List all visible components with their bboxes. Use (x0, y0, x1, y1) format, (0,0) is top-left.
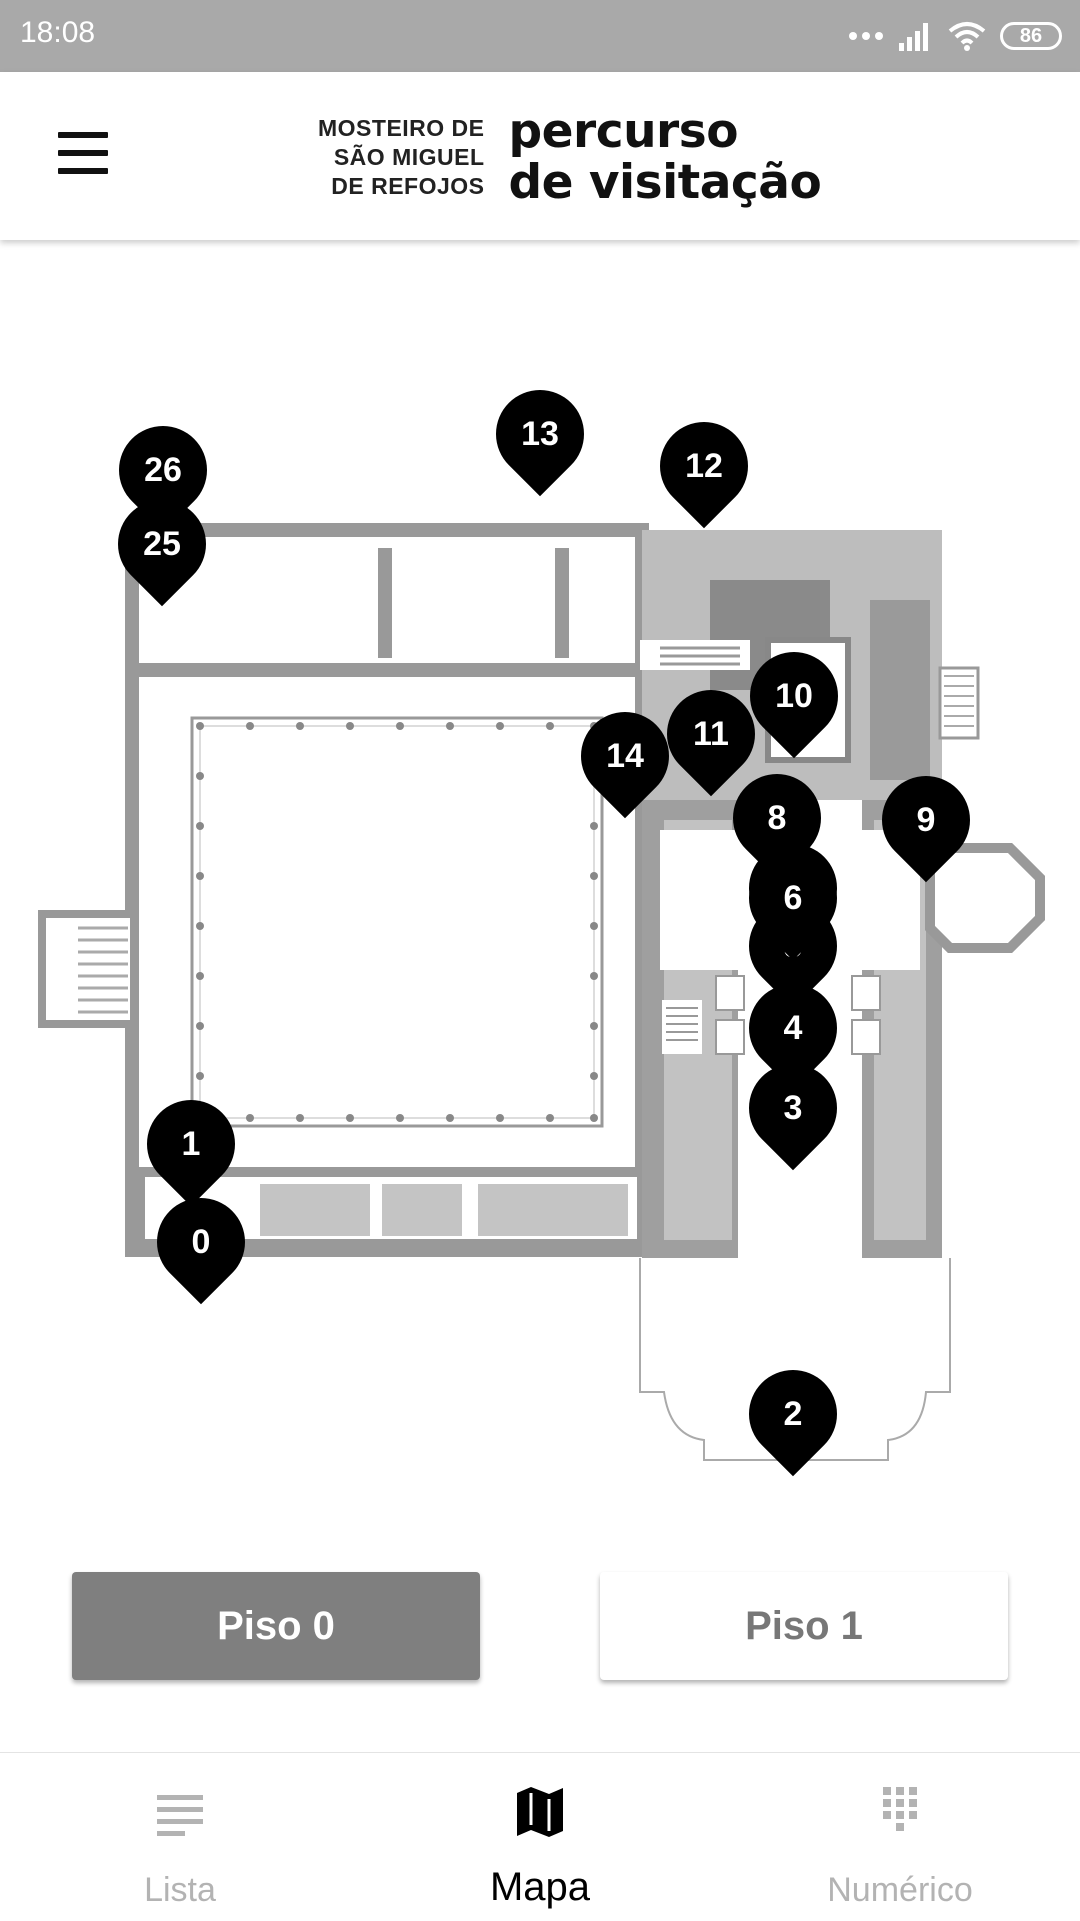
keypad-icon (883, 1787, 917, 1831)
map-pin[interactable]: 1 (128, 1081, 254, 1230)
map-pin[interactable]: 26 (100, 407, 226, 556)
pin-label: 13 (521, 415, 559, 453)
status-time: 18:08 (20, 16, 96, 49)
battery-icon: 86 (1000, 22, 1062, 50)
logo-big-line: de visitação (508, 155, 822, 210)
pin-label: 25 (143, 525, 181, 563)
nav-label: Mapa (489, 1865, 591, 1909)
map-pin[interactable]: 25 (99, 481, 225, 630)
menu-icon[interactable] (58, 132, 108, 178)
pin-label: 6 (783, 879, 803, 917)
map-pin[interactable]: 12 (641, 403, 767, 552)
pin-label: 0 (191, 1223, 211, 1261)
logo-small-line: SÃO MIGUEL (333, 143, 485, 170)
map-icon (517, 1787, 563, 1837)
pin-label: 14 (606, 737, 644, 775)
pin-label: 10 (775, 677, 813, 715)
logo-monastery-name: MOSTEIRO DE SÃO MIGUEL DE REFOJOS (318, 114, 485, 201)
pin-label: 26 (144, 451, 182, 489)
nav-tab-lista[interactable]: Lista (0, 1753, 360, 1921)
map-pin[interactable]: 3 (730, 1045, 856, 1194)
nav-label: Lista (144, 1871, 216, 1909)
pin-label: 11 (693, 715, 729, 753)
map-pin[interactable]: 8 (714, 755, 840, 904)
status-icons: 86 (848, 18, 1062, 54)
pin-label: 4 (783, 1009, 803, 1047)
map-pin[interactable]: 11 (648, 671, 774, 820)
pin-label: 8 (767, 799, 787, 837)
signal-icon (899, 23, 928, 51)
map-pin[interactable]: 14 (562, 693, 688, 842)
map-pin[interactable]: 10 (731, 633, 857, 782)
bottom-navigation: Lista Mapa Numérico (0, 1752, 1080, 1921)
pin-label: 9 (916, 801, 936, 839)
pin-label: 12 (685, 447, 723, 485)
floor-1-button[interactable]: Piso 1 (600, 1572, 1008, 1680)
map-pin[interactable]: 2 (730, 1351, 856, 1500)
map-pin[interactable]: 9 (863, 757, 989, 906)
pin-label: 2 (783, 1395, 803, 1433)
more-dots-icon (849, 32, 883, 40)
logo-small-line: DE REFOJOS (331, 172, 485, 199)
logo-small-line: MOSTEIRO DE (318, 114, 485, 141)
map-pin[interactable]: 4 (730, 965, 856, 1114)
nav-tab-mapa[interactable]: Mapa (360, 1753, 720, 1921)
floor-0-button[interactable]: Piso 0 (72, 1572, 480, 1680)
nav-tab-numerico[interactable]: Numérico (720, 1753, 1080, 1921)
pin-label: 1 (181, 1125, 201, 1163)
logo-big-line: percurso (508, 104, 739, 159)
app-bar: MOSTEIRO DE SÃO MIGUEL DE REFOJOS percur… (0, 72, 1080, 240)
map-pin[interactable]: 13 (477, 371, 603, 520)
logo-tour-title: percurso de visitação (509, 106, 822, 208)
wifi-icon (948, 22, 986, 51)
pin-label: 3 (783, 1089, 803, 1127)
floor-plan-map[interactable]: 13 26 12 25 10 11 14 5 6 8 9 (0, 240, 1080, 1540)
map-pin[interactable]: 6 (730, 835, 856, 961)
nav-label: Numérico (827, 1871, 973, 1909)
app-logo: MOSTEIRO DE SÃO MIGUEL DE REFOJOS percur… (318, 106, 822, 208)
list-icon (157, 1795, 203, 1836)
map-pin[interactable]: 0 (138, 1179, 264, 1328)
status-bar: 18:08 86 (0, 0, 1080, 72)
